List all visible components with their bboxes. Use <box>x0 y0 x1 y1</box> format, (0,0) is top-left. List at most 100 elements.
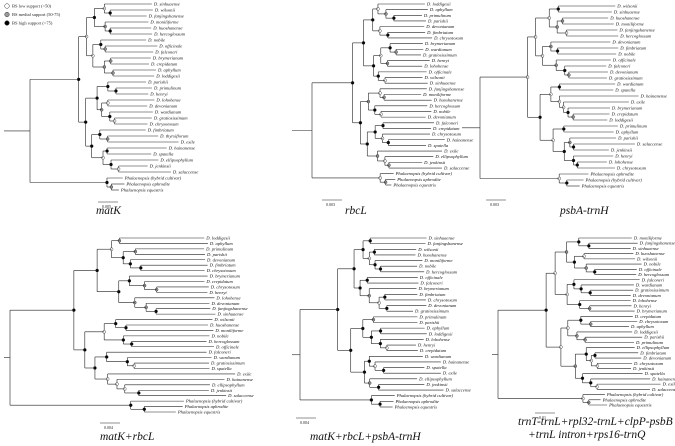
taxon-label: D. brymerianum <box>424 41 456 46</box>
taxon-label: D. nobile <box>643 262 661 267</box>
taxon-label: D. hainanense <box>225 377 253 382</box>
taxon-label: D. officinale <box>612 58 636 63</box>
taxon-label: D. chrysotoxum <box>431 132 462 137</box>
support-legend: BS low support (<50)BS medial support (5… <box>4 3 61 26</box>
panel-title: +trnL intron+rps16-trnQ <box>528 429 646 441</box>
taxon-label: D. chrysotoxum <box>148 122 179 127</box>
taxon-label: D. falconeri <box>607 64 631 69</box>
taxon-label: D. primulinum <box>635 340 664 345</box>
taxon-label: D. aphyllum <box>209 241 233 246</box>
taxon-label: D. chrysotoxum <box>638 319 669 324</box>
taxon-label: Phalaenopsis (hybrid cultivar) <box>395 171 453 176</box>
taxon-label: Phalaenopsis equestris <box>608 403 652 408</box>
taxon-label: D. moniliforme <box>214 328 243 333</box>
taxon-label: D. falconeri <box>208 350 232 355</box>
scale-label: 0.003 <box>326 202 335 207</box>
taxon-label: Phalaenopsis aphrodite <box>396 177 441 182</box>
taxon-label: D. wardianum <box>213 355 241 360</box>
taxon-label: Phalaenopsis equestris <box>394 405 438 410</box>
taxon-label: D. officinale <box>638 267 662 272</box>
taxon-label: D. gratiosissimum <box>634 288 669 293</box>
taxon-label: D. loddigesii <box>608 118 633 123</box>
taxon-label: D. wardianum <box>424 354 452 359</box>
taxon-label: D. huoshanense <box>416 252 446 257</box>
taxon-label: D. chrysotoxum <box>616 166 647 171</box>
legend-label: BS low support (<50) <box>12 4 52 9</box>
taxon-label: D. hercoglossum <box>637 272 670 277</box>
taxon-label: D. salaccense <box>172 170 199 175</box>
legend-marker <box>4 20 10 26</box>
taxon-label: D. ellipsophyllum <box>636 345 670 350</box>
taxon-label: D. fanjingshanense <box>427 241 463 246</box>
taxon-label: D. exile <box>443 149 458 154</box>
taxon-label: D. ellipsophyllum <box>211 382 245 387</box>
taxon-label: D. spatella <box>614 88 636 93</box>
taxon-label: D. hainanense <box>442 359 470 364</box>
taxon-label: D. lohohense <box>215 295 240 300</box>
taxon-label: D. parishii <box>206 252 228 257</box>
taxon-label: D. brymerianum <box>611 106 643 111</box>
taxon-label: D. aphyllum <box>630 324 654 329</box>
taxon-label: D. moniliforme <box>423 258 452 263</box>
taxon-label: D. hercoglossum <box>425 269 458 274</box>
taxon-label: D. chrysotoxum <box>427 297 458 302</box>
taxon-label: D. moniliforme <box>615 22 644 27</box>
taxon-label: D. spatella <box>210 366 232 371</box>
scale-label: 0.004 <box>104 425 113 430</box>
taxon-label: D. nobile <box>432 109 450 114</box>
taxon-label: D. huoshanense <box>609 16 639 21</box>
taxon-label: D. primulinum <box>619 124 648 129</box>
taxon-label: D. lohohense <box>608 160 633 165</box>
taxon-label: D. henryi <box>431 58 450 63</box>
taxon-label: Phalaenopsis (hybrid cultivar) <box>585 178 643 183</box>
taxon-label: D. crepidatum <box>419 348 447 353</box>
scale-label: 0.01 <box>539 415 546 420</box>
scale-label: 0.005 <box>102 204 111 209</box>
taxon-label: D. exile <box>180 140 195 145</box>
taxon-label: D. falconeri <box>154 50 178 55</box>
taxon-label: D. loddigesii <box>428 331 453 336</box>
taxon-label: D. nobile <box>211 333 229 338</box>
taxon-label: D. devonianum <box>427 303 457 308</box>
taxon-label: D. brymerianum <box>636 309 668 314</box>
taxon-label: D. wilsonii <box>154 8 176 13</box>
taxon-label: D. sinhuaense <box>613 10 640 15</box>
taxon-label: D. parishii <box>427 18 449 23</box>
scale-label: 0.003 <box>490 202 499 207</box>
taxon-label: D. hercoglossum <box>208 339 241 344</box>
taxon-label: D. jenkinsii <box>632 366 655 371</box>
taxon-label: D. wilsonii <box>417 247 439 252</box>
taxon-label: D. loddigesii <box>155 74 180 79</box>
panel-title: rbcL <box>345 205 367 217</box>
taxon-label: D. spatella <box>427 143 449 148</box>
taxon-label: D. gratiosissimum <box>414 309 449 314</box>
taxon-label: D. hainanense <box>651 376 675 381</box>
taxon-label: D. loddigesii <box>205 236 230 241</box>
taxon-label: D. loddigesii <box>426 2 451 7</box>
taxon-label: D. devonianum <box>609 70 639 75</box>
taxon-label: D. devonianum <box>148 104 178 109</box>
taxon-label: D. brymerianum <box>152 56 184 61</box>
taxon-label: D. aphyllum <box>157 68 181 73</box>
taxon-label: D. primulinum <box>418 314 447 319</box>
taxon-label: D. lohohense <box>425 337 450 342</box>
taxon-label: D. exile <box>236 371 251 376</box>
panel-title: matK+rbcL <box>100 431 154 443</box>
legend-label: BS high support (>75) <box>12 21 53 26</box>
taxon-label: D. fanjingshanense <box>211 306 247 311</box>
taxon-label: D. wardianum <box>635 282 663 287</box>
taxon-label: D. gratiosissimum <box>153 116 188 121</box>
taxon-label: D. moniliforme <box>633 236 662 241</box>
taxon-label: D. exile <box>442 371 457 376</box>
taxon-label: D. hainanense <box>168 146 196 151</box>
taxon-label: D. hainanense <box>640 94 668 99</box>
taxon-label: D. crepidatum <box>432 126 460 131</box>
taxon-label: D. moniliforme <box>422 92 451 97</box>
taxon-label: D. officinale <box>158 44 182 49</box>
taxon-label: D. fanjingshanense <box>148 14 184 19</box>
taxon-label: D. spatella <box>152 152 174 157</box>
